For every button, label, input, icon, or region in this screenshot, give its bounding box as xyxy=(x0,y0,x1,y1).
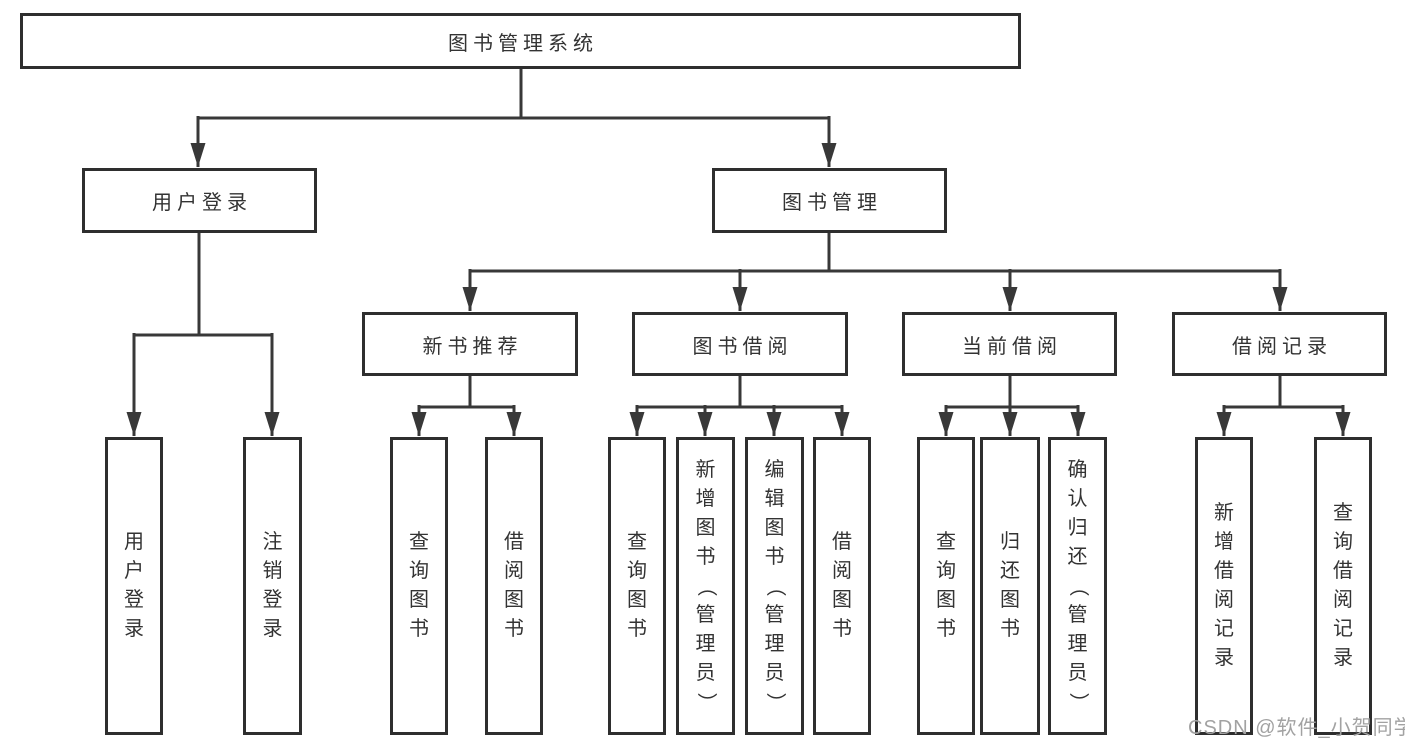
leaf-recommend-borrow-books-label: 借阅图书 xyxy=(504,531,524,640)
leaf-logout-login: 注销登录 xyxy=(243,437,302,735)
leaf-borrowing-edit-books-admin: 编辑图书（管理员） xyxy=(745,437,804,735)
watermark-text: CSDN @软件_小贺同学 xyxy=(1188,717,1405,739)
leaf-borrowing-borrow-books-label: 借阅图书 xyxy=(832,531,852,640)
leaf-user-login-label: 用户登录 xyxy=(124,531,144,640)
node-borrowing-records: 借阅记录 xyxy=(1172,312,1387,376)
leaf-borrowing-edit-books-admin-label: 编辑图书（管理员） xyxy=(764,458,786,713)
leaf-recommend-query-books-label: 查询图书 xyxy=(409,531,429,640)
node-book-management: 图书管理 xyxy=(712,168,947,233)
node-user-login: 用户登录 xyxy=(82,168,317,233)
leaf-borrowing-query-books-label: 查询图书 xyxy=(627,531,647,640)
arrow-stems xyxy=(126,116,1351,436)
node-current-borrowing: 当前借阅 xyxy=(902,312,1117,376)
node-book-borrowing: 图书借阅 xyxy=(632,312,848,376)
leaf-current-return-books: 归还图书 xyxy=(980,437,1040,735)
leaf-records-add-borrow-record-label: 新增借阅记录 xyxy=(1214,502,1234,669)
leaf-current-return-books-label: 归还图书 xyxy=(1000,531,1020,640)
leaf-recommend-borrow-books: 借阅图书 xyxy=(485,437,543,735)
leaf-borrowing-add-books-admin-label: 新增图书（管理员） xyxy=(695,458,717,713)
leaf-current-query-books: 查询图书 xyxy=(917,437,975,735)
node-new-book-recommendation: 新书推荐 xyxy=(362,312,578,376)
leaf-current-confirm-return-admin-label: 确认归还（管理员） xyxy=(1067,458,1089,713)
node-library-management-system: 图书管理系统 xyxy=(20,13,1021,69)
leaf-user-login: 用户登录 xyxy=(105,437,163,735)
leaf-recommend-query-books: 查询图书 xyxy=(390,437,448,735)
leaf-borrowing-add-books-admin: 新增图书（管理员） xyxy=(676,437,735,735)
leaf-records-query-borrow-record-label: 查询借阅记录 xyxy=(1333,502,1353,669)
leaf-records-add-borrow-record: 新增借阅记录 xyxy=(1195,437,1253,735)
leaf-records-query-borrow-record: 查询借阅记录 xyxy=(1314,437,1372,735)
leaf-logout-login-label: 注销登录 xyxy=(262,531,283,640)
leaf-current-confirm-return-admin: 确认归还（管理员） xyxy=(1048,437,1107,735)
leaf-current-query-books-label: 查询图书 xyxy=(936,531,956,640)
leaf-borrowing-borrow-books: 借阅图书 xyxy=(813,437,871,735)
leaf-borrowing-query-books: 查询图书 xyxy=(608,437,666,735)
